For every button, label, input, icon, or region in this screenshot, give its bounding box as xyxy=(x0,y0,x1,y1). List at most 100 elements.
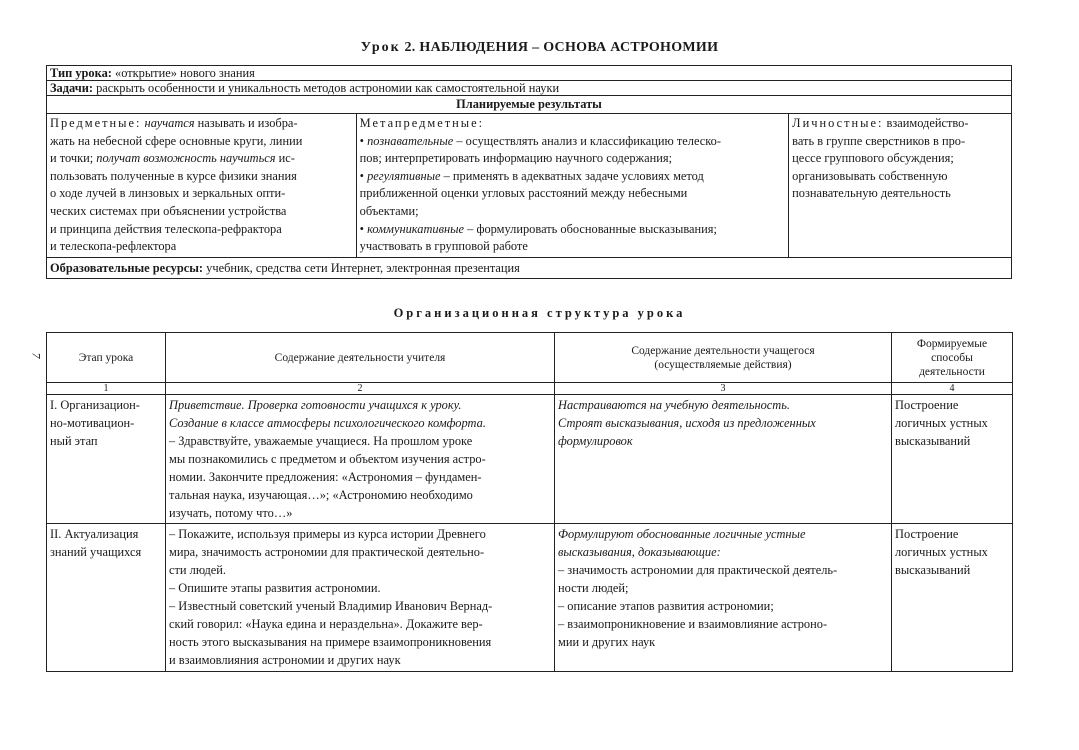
header-stage: Этап урока xyxy=(46,332,166,383)
meta-l6: – формулировать обоснованные высказывани… xyxy=(467,221,717,236)
meta-l2: пов; интерпретировать информацию научног… xyxy=(359,151,673,166)
planned-results-row: Планируемые результаты xyxy=(46,95,1012,114)
row2-teacher-l2: мира, значимость астрономии для практиче… xyxy=(169,545,485,559)
meta-l4: приближенной оценки угловых расстояний м… xyxy=(359,186,688,201)
personal-l1: взаимодейство- xyxy=(886,116,969,130)
lesson-type-value: «открытие» нового знания xyxy=(115,66,255,80)
header-teacher: Содержание деятельности учителя xyxy=(165,332,555,383)
resources-label: Образовательные ресурсы: xyxy=(50,260,204,275)
lesson-word: Урок xyxy=(360,40,401,55)
meta-l5: объектами; xyxy=(359,203,419,218)
row1-student-l2: Строят высказывания, исходя из предложен… xyxy=(558,416,816,430)
row2-skills-l1: Построение xyxy=(895,527,959,541)
row1-teacher-l5: изучать, потому что…» xyxy=(169,506,293,520)
meta-l7: участвовать в групповой работе xyxy=(359,239,528,254)
row2-student: Формулируют обоснованные логичные устные… xyxy=(554,523,892,672)
lesson-type-row: Тип урока: «открытие» нового знания xyxy=(46,65,1012,81)
row2-student-l4: – взаимопроникновение и взаимовлияние ас… xyxy=(558,617,828,631)
subject-l6: ческих системах при объяснении устройств… xyxy=(50,203,287,218)
page-number: 7 xyxy=(29,352,44,359)
header-student-l2: (осуществляемые действия) xyxy=(654,358,792,371)
row1-teacher-l4: тальная наука, изучающая…»; «Астрономию … xyxy=(169,488,473,502)
row1-student-l1: Настраиваются на учебную деятельность. xyxy=(558,398,790,412)
personal-l2: вать в группе сверстников в про- xyxy=(792,133,966,148)
row2-teacher-l3: сти людей. xyxy=(169,563,226,577)
meta-l6-italic: коммуникативные xyxy=(367,221,465,236)
personal-results-cell: Личностные: взаимодейство- вать в группе… xyxy=(788,113,1012,258)
col-number-1: 1 xyxy=(46,382,166,395)
row2-teacher-l6: ский говорил: «Наука едина и нераздельна… xyxy=(169,617,483,631)
subject-l1: называть и изобра- xyxy=(197,116,298,130)
row1-skills-l1: Построение xyxy=(895,398,959,412)
structure-title: Организационная структура урока xyxy=(393,306,686,320)
row1-student-l3: формулировок xyxy=(558,434,633,448)
subject-l4: пользовать полученные в курсе физики зна… xyxy=(50,168,297,183)
row2-skills-l3: высказываний xyxy=(895,563,971,577)
row2-student-l5: мии и других наук xyxy=(558,635,656,649)
header-skills-l3: деятельности xyxy=(919,365,985,378)
row1-student: Настраиваются на учебную деятельность. С… xyxy=(554,394,892,524)
row2-teacher-l8: и взаимовлияния астрономии и других наук xyxy=(169,653,401,667)
subject-l7: и принципа действия телескопа-рефрактора xyxy=(50,221,282,236)
resources-row: Образовательные ресурсы: учебник, средст… xyxy=(46,256,1012,279)
subject-l1-italic: научатся xyxy=(144,116,195,130)
table-row: II. Актуализация знаний учащихся – Покаж… xyxy=(46,523,1013,672)
personal-l3: цессе группового обсуждения; xyxy=(792,151,954,166)
header-skills-l2: способы xyxy=(931,351,973,364)
subject-l3-end: ис- xyxy=(278,151,295,166)
row1-stage: I. Организацион- но-мотивацион- ный этап xyxy=(46,394,166,524)
row2-stage-l2: знаний учащихся xyxy=(50,545,142,559)
row2-student-i2: высказывания, доказывающие: xyxy=(558,545,721,559)
meta-l3-italic: регулятивные xyxy=(367,168,441,183)
resources-value: учебник, средства сети Интернет, электро… xyxy=(206,260,520,275)
planned-results-heading: Планируемые результаты xyxy=(46,95,1012,114)
col-number-2: 2 xyxy=(165,382,555,395)
row2-skills: Построение логичных устных высказываний xyxy=(891,523,1013,672)
column-number-row: 1 2 3 4 xyxy=(46,382,1013,395)
subject-l2: жать на небесной сфере основные круги, л… xyxy=(50,133,303,148)
row2-teacher-l5: – Известный советский ученый Владимир Ив… xyxy=(169,599,493,613)
row2-stage: II. Актуализация знаний учащихся xyxy=(46,523,166,672)
row1-skills: Построение логичных устных высказываний xyxy=(891,394,1013,524)
row1-teacher-l3: номии. Закончите предложения: «Астрономи… xyxy=(169,470,482,484)
row2-student-l3: – описание этапов развития астрономии; xyxy=(558,599,774,613)
structure-table: Этап урока Содержание деятельности учите… xyxy=(46,332,1013,672)
personal-l5: познавательную деятельность xyxy=(792,186,951,201)
lesson-title-text: 2. НАБЛЮДЕНИЯ – ОСНОВА АСТРОНОМИИ xyxy=(404,40,719,55)
header-skills-l1: Формируемые xyxy=(916,337,988,350)
row2-teacher-l1: – Покажите, используя примеры из курса и… xyxy=(169,527,486,541)
row2-teacher-l4: – Опишите этапы развития астрономии. xyxy=(169,581,381,595)
row2-teacher: – Покажите, используя примеры из курса и… xyxy=(165,523,555,672)
row2-skills-l2: логичных устных xyxy=(895,545,988,559)
row1-teacher-i1: Приветствие. Проверка готовности учащихс… xyxy=(169,398,462,412)
meta-results-cell: Метапредметные: • познавательные – осуще… xyxy=(355,113,790,258)
tasks-label: Задачи: xyxy=(50,81,93,95)
tasks-value: раскрыть особенности и уникальность мето… xyxy=(96,81,560,95)
row2-student-l2: ности людей; xyxy=(558,581,629,595)
col-number-3: 3 xyxy=(554,382,892,395)
row2-teacher-l7: ность этого высказывания на примере взаи… xyxy=(169,635,492,649)
row1-stage-l2: но-мотивацион- xyxy=(50,416,135,430)
lesson-info-table: Тип урока: «открытие» нового знания Зада… xyxy=(46,65,1012,279)
row1-teacher: Приветствие. Проверка готовности учащихс… xyxy=(165,394,555,524)
subject-label: Предметные: xyxy=(50,116,142,130)
structure-header-row: Этап урока Содержание деятельности учите… xyxy=(46,332,1013,383)
row2-stage-l1: II. Актуализация xyxy=(50,527,139,541)
subject-l8: и телескопа-рефлектора xyxy=(50,239,177,254)
row2-student-i1: Формулируют обоснованные логичные устные xyxy=(558,527,806,541)
subject-l3: и точки; xyxy=(50,151,94,166)
subject-l3-italic: получат возможность научиться xyxy=(96,151,276,166)
row1-teacher-l1: – Здравствуйте, уважаемые учащиеся. На п… xyxy=(169,434,473,448)
tasks-row: Задачи: раскрыть особенности и уникально… xyxy=(46,80,1012,96)
row1-skills-l3: высказываний xyxy=(895,434,971,448)
lesson-title: Урок 2. НАБЛЮДЕНИЯ – ОСНОВА АСТРОНОМИИ xyxy=(0,40,1079,56)
meta-l1: – осуществлять анализ и классификацию те… xyxy=(456,133,721,148)
row1-stage-l3: ный этап xyxy=(50,434,98,448)
meta-label: Метапредметные: xyxy=(359,116,485,130)
personal-label: Личностные: xyxy=(792,116,884,130)
subject-results-cell: Предметные: научатся называть и изобра- … xyxy=(46,113,357,258)
row2-student-l1: – значимость астрономии для практической… xyxy=(558,563,838,577)
row1-skills-l2: логичных устных xyxy=(895,416,988,430)
row1-teacher-l2: мы познакомились с предметом и объектом … xyxy=(169,452,486,466)
